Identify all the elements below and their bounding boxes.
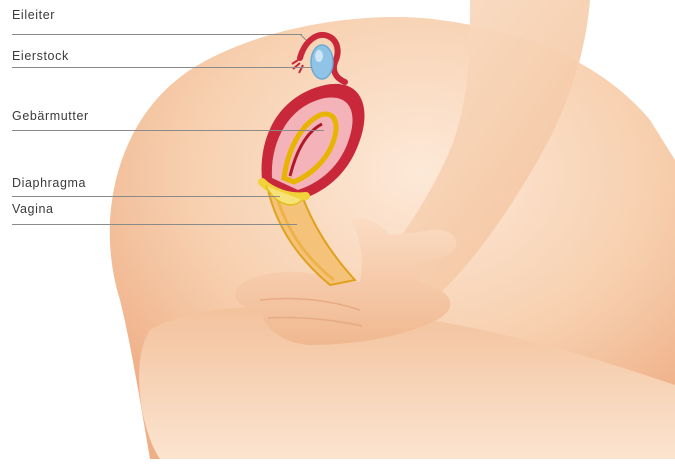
leader-line-vagina — [12, 224, 297, 225]
leader-line-diaphragma — [12, 196, 280, 197]
ovary — [311, 45, 333, 79]
label-eierstock: Eierstock — [12, 49, 69, 63]
leader-line-eierstock — [12, 67, 312, 68]
leader-line-gebaermutter — [12, 130, 324, 131]
label-diaphragma: Diaphragma — [12, 176, 86, 190]
leader-line-eileiter — [12, 34, 302, 35]
label-eileiter: Eileiter — [12, 8, 55, 22]
label-gebaermutter: Gebärmutter — [12, 109, 89, 123]
ovary-highlight — [315, 50, 323, 62]
label-vagina: Vagina — [12, 202, 54, 216]
